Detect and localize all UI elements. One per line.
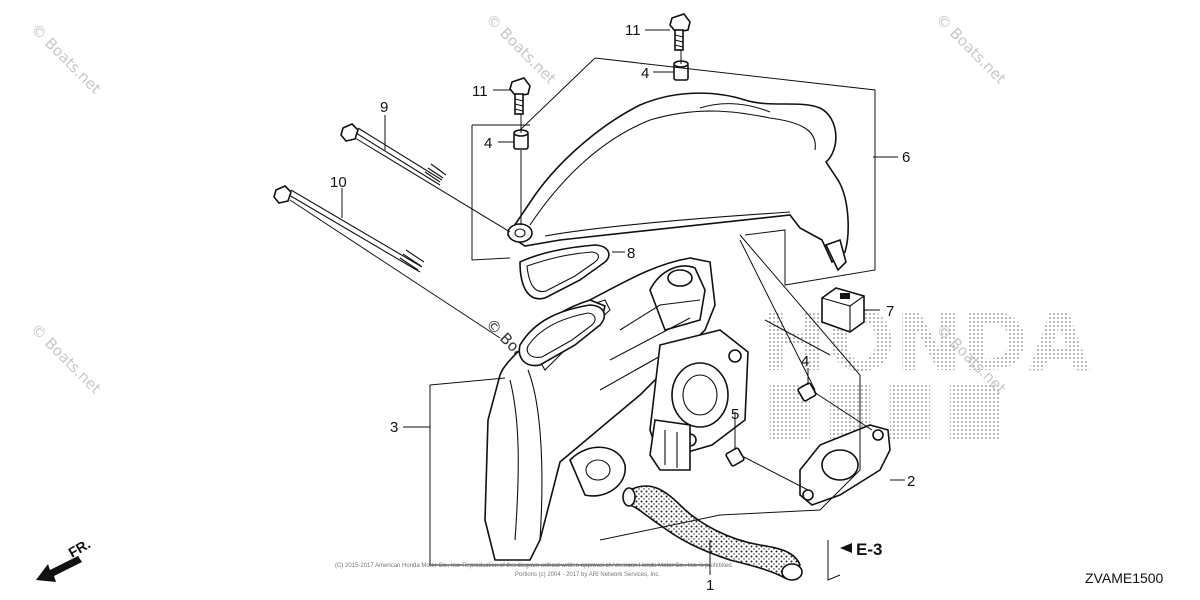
- part-7-block: [821, 287, 865, 333]
- part-5-flange: [649, 329, 749, 471]
- svg-text:HONDA: HONDA: [760, 296, 1090, 389]
- watermark-top-right: © Boats.net: [932, 10, 1010, 88]
- part-8-gasket: [518, 244, 610, 367]
- callout-4-top: 4: [641, 65, 649, 82]
- part-4-collars: [513, 60, 817, 467]
- diagram-code: ZVAME1500: [1085, 570, 1164, 586]
- reference-label: E-3: [856, 540, 882, 559]
- watermark-top-center: © Boats.net: [482, 10, 560, 88]
- copyright-line-2: Portions (c) 2004 - 2017 by ARI Network …: [515, 572, 660, 578]
- callout-4-right: 4: [801, 353, 809, 370]
- watermark-bottom-left: © Boats.net: [27, 320, 105, 398]
- callout-10: 10: [330, 174, 347, 191]
- front-direction-arrow: FR.: [36, 535, 93, 582]
- callout-9: 9: [380, 99, 388, 116]
- brand-watermark: HONDA: [760, 296, 1090, 440]
- callout-2: 2: [907, 473, 915, 490]
- callout-4-left: 4: [484, 135, 492, 152]
- callout-7: 7: [886, 303, 894, 320]
- copyright-line-1: (C) 2015-2017 American Honda Motor Co., …: [335, 563, 734, 569]
- part-11-screws: [509, 13, 691, 115]
- callout-11-top: 11: [625, 22, 641, 39]
- part-1-hose: [622, 485, 803, 581]
- callout-1: 1: [706, 577, 714, 594]
- part-2-gasket: [799, 424, 891, 506]
- callout-6: 6: [902, 149, 910, 166]
- bracket-lines: [429, 57, 876, 566]
- front-label: FR.: [66, 535, 94, 560]
- callout-11-left: 11: [472, 83, 488, 100]
- watermark-top-left: © Boats.net: [27, 20, 105, 98]
- callout-labels: 1 2 3 4 4 4 5 6 7 8 9 10 11 11: [330, 22, 915, 594]
- part-6-cover: [506, 92, 849, 272]
- part-9-10-bolts: [273, 123, 447, 273]
- callout-8: 8: [627, 245, 635, 262]
- reference-e3: E-3: [840, 540, 882, 559]
- leader-lines: [289, 29, 905, 581]
- callout-3: 3: [390, 419, 398, 436]
- callout-5: 5: [731, 406, 739, 423]
